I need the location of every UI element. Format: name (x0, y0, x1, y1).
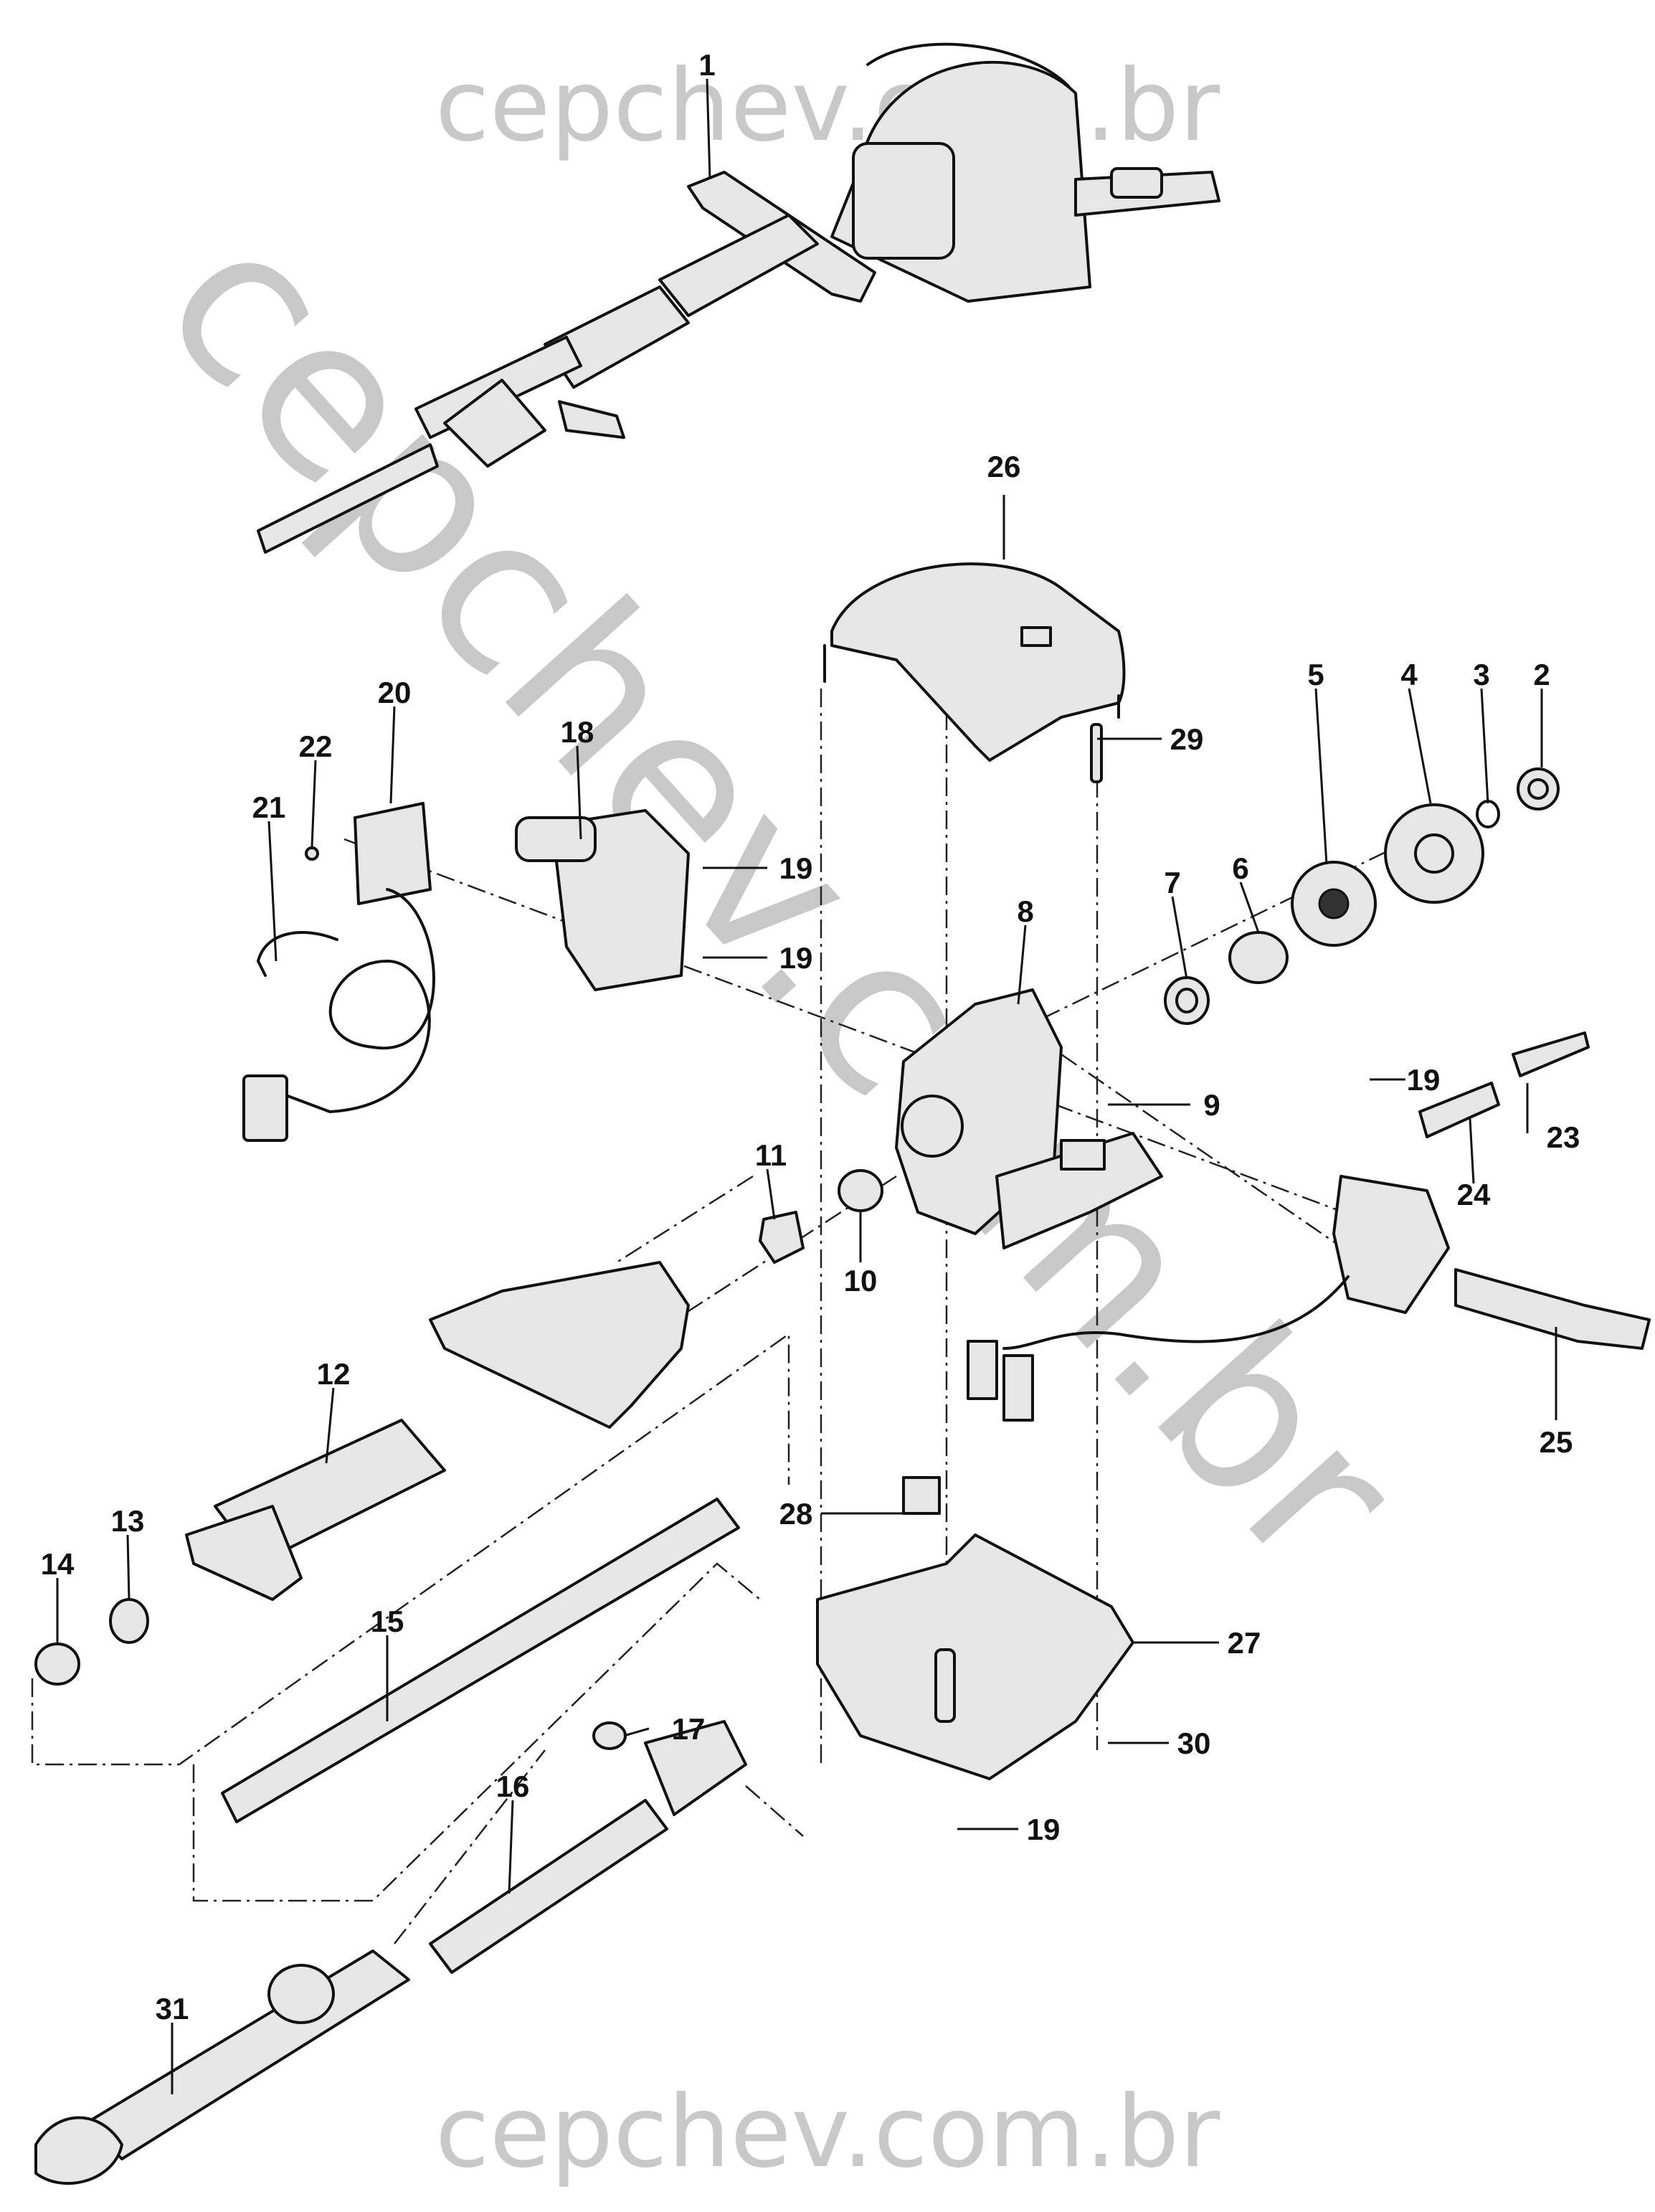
lock-housing (895, 988, 1163, 1249)
bearing-13 (109, 1598, 149, 1644)
callout-19a: 19 (779, 851, 813, 885)
callout-26: 26 (987, 450, 1021, 483)
callout-30: 30 (1177, 1726, 1211, 1760)
callout-11: 11 (755, 1138, 787, 1172)
lower-shroud (816, 1476, 1134, 1780)
leader-lines (56, 78, 1557, 2094)
callout-5: 5 (1307, 658, 1324, 691)
callout-19b: 19 (779, 941, 813, 975)
callout-16: 16 (496, 1769, 530, 1803)
bushing-10 (838, 1169, 883, 1212)
callout-29: 29 (1170, 722, 1204, 756)
callout-24: 24 (1457, 1178, 1491, 1211)
intermediate-shafts (34, 1720, 747, 2185)
callout-27: 27 (1228, 1626, 1261, 1660)
callout-18: 18 (561, 715, 594, 749)
watermark-bottom: cepchev.com.br (435, 2074, 1220, 2190)
callout-10: 10 (844, 1264, 878, 1298)
callout-8: 8 (1017, 894, 1033, 928)
callout-7: 7 (1164, 866, 1180, 899)
callout-14: 14 (41, 1547, 75, 1581)
gear-stack (1164, 767, 1560, 1025)
callout-25: 25 (1540, 1425, 1573, 1459)
callout-4: 4 (1400, 658, 1418, 691)
callout-3: 3 (1473, 658, 1489, 691)
callout-9: 9 (1203, 1088, 1220, 1122)
callout-13: 13 (111, 1504, 145, 1538)
callout-15: 15 (371, 1604, 404, 1638)
bushing-14 (34, 1643, 80, 1686)
callout-23: 23 (1547, 1120, 1580, 1154)
steering-column-assembly (257, 42, 1220, 554)
callout-31: 31 (156, 1992, 189, 2026)
clip-11 (759, 1211, 805, 1264)
callout-19c: 19 (1407, 1063, 1441, 1097)
callout-17: 17 (672, 1712, 706, 1746)
multifunction-switch (967, 1031, 1651, 1422)
pin-29 (1090, 723, 1103, 783)
jacket-tube (185, 1261, 690, 1601)
callout-22: 22 (299, 729, 333, 763)
callout-12: 12 (317, 1357, 351, 1391)
callout-labels: 1 2 3 4 5 6 7 8 9 10 11 12 13 14 15 16 1… (41, 48, 1580, 2026)
upper-shaft (221, 1498, 740, 1823)
ignition-switch-and-harness (242, 802, 690, 1142)
callout-1: 1 (698, 48, 715, 82)
callout-20: 20 (378, 676, 412, 709)
callout-21: 21 (252, 790, 286, 824)
callout-19d: 19 (1027, 1812, 1061, 1846)
callout-6: 6 (1232, 851, 1248, 885)
callout-2: 2 (1533, 658, 1550, 691)
watermark-top: cepchev.com.br (435, 48, 1220, 164)
callout-28: 28 (779, 1497, 813, 1531)
upper-shroud (823, 562, 1126, 762)
